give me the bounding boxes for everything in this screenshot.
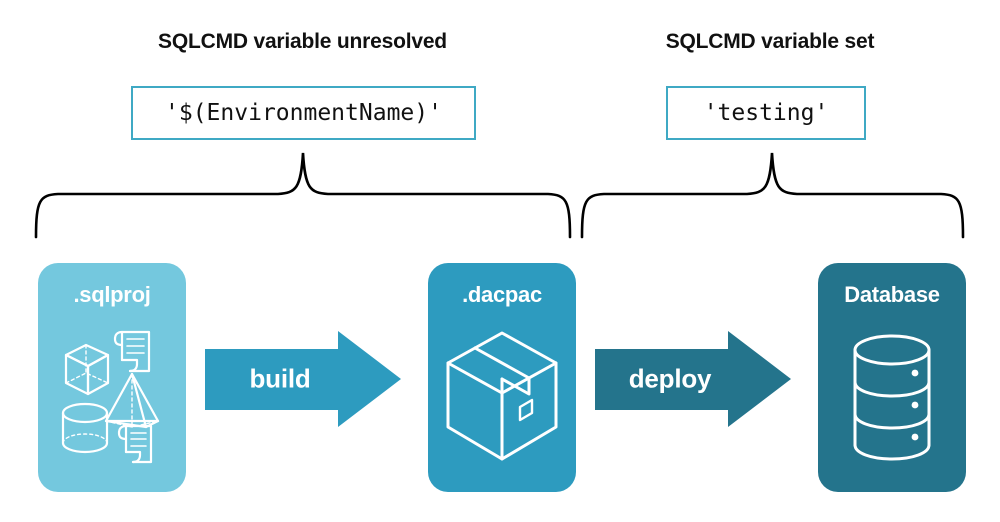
package-box-icon (446, 331, 558, 461)
node-sqlproj[interactable]: .sqlproj (38, 263, 186, 492)
script-scroll-icon (113, 330, 151, 373)
code-value-text: '$(EnvironmentName)' (165, 100, 442, 126)
node-sqlproj-label: .sqlproj (73, 282, 151, 307)
node-database-label: Database (844, 282, 940, 307)
arrow-build-shape (205, 331, 401, 427)
database-cylinder-icon (853, 334, 931, 461)
right-arrow-icon (595, 331, 791, 427)
arrow-deploy-shape (595, 331, 791, 427)
node-database[interactable]: Database (818, 263, 966, 492)
sqlcmd-variable-set-value-box: 'testing' (666, 86, 866, 140)
code-value-text: 'testing' (703, 100, 829, 126)
cylinder-icon (61, 402, 109, 454)
section-heading-left: SQLCMD variable unresolved (158, 30, 447, 53)
dacpac-artwork (446, 331, 558, 461)
arrow-build[interactable]: build (205, 331, 401, 427)
pyramid-icon (104, 372, 160, 429)
node-dacpac-label: .dacpac (462, 282, 542, 307)
node-dacpac[interactable]: .dacpac (428, 263, 576, 492)
cube-icon (64, 343, 110, 396)
sqlproj-artwork (61, 330, 160, 464)
arrow-deploy[interactable]: deploy (595, 331, 791, 427)
sqlcmd-variable-unresolved-value-box: '$(EnvironmentName)' (131, 86, 476, 140)
right-arrow-icon (205, 331, 401, 427)
script-scroll-icon (117, 424, 153, 464)
left-curly-brace-icon (34, 152, 572, 239)
right-curly-brace-icon (580, 152, 965, 239)
section-heading-right: SQLCMD variable set (665, 30, 875, 53)
database-artwork (853, 334, 931, 461)
